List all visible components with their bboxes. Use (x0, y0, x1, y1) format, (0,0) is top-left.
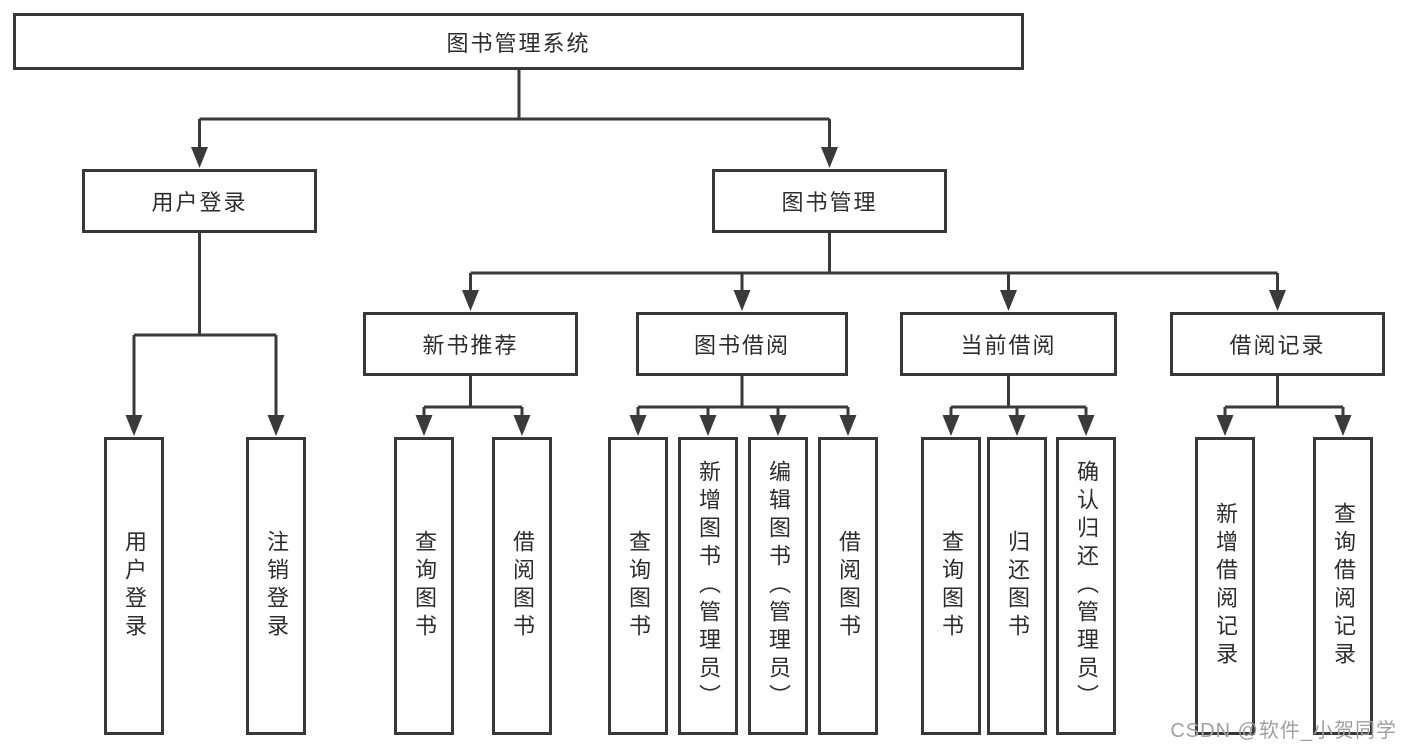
node-new-book-recommend: 新书推荐 (363, 312, 578, 376)
leaf-recommend-query-books-label: 查询图书 (412, 530, 437, 642)
leaf-records-query-record-label: 查询借阅记录 (1331, 502, 1356, 670)
node-current-borrowing: 当前借阅 (900, 312, 1117, 376)
leaf-logout-label: 注销登录 (264, 530, 289, 642)
node-book-borrowing: 图书借阅 (636, 312, 848, 376)
leaf-borrowing-add-books-admin-label: 新增图书（管理员） (696, 460, 721, 712)
leaf-current-return-books-label: 归还图书 (1005, 530, 1030, 642)
node-root-system: 图书管理系统 (13, 13, 1024, 70)
leaf-records-add-record: 新增借阅记录 (1195, 437, 1255, 735)
leaf-records-add-record-label: 新增借阅记录 (1213, 502, 1238, 670)
arrowhead-icons (125, 147, 1352, 436)
watermark: CSDN @软件_小贺同学 (1170, 720, 1397, 742)
leaf-borrowing-add-books-admin: 新增图书（管理员） (678, 437, 738, 735)
leaf-recommend-borrow-books-label: 借阅图书 (510, 530, 535, 642)
leaf-current-query-books-label: 查询图书 (939, 530, 964, 642)
leaf-current-confirm-return-admin: 确认归还（管理员） (1056, 437, 1116, 735)
leaf-current-query-books: 查询图书 (921, 437, 981, 735)
leaf-borrowing-query-books-label: 查询图书 (626, 530, 651, 642)
leaf-user-login: 用户登录 (104, 437, 164, 735)
leaf-borrowing-borrow-books-label: 借阅图书 (836, 530, 861, 642)
node-book-management: 图书管理 (712, 169, 947, 233)
leaf-user-login-label: 用户登录 (122, 530, 147, 642)
node-user-login: 用户登录 (82, 169, 317, 233)
leaf-logout: 注销登录 (246, 437, 306, 735)
leaf-borrowing-query-books: 查询图书 (608, 437, 668, 735)
node-borrowing-records: 借阅记录 (1170, 312, 1385, 376)
leaf-current-confirm-return-admin-label: 确认归还（管理员） (1074, 460, 1099, 712)
leaf-current-return-books: 归还图书 (987, 437, 1047, 735)
leaf-borrowing-edit-books-admin-label: 编辑图书（管理员） (766, 460, 791, 712)
leaf-recommend-query-books: 查询图书 (394, 437, 454, 735)
leaf-recommend-borrow-books: 借阅图书 (492, 437, 552, 735)
leaf-borrowing-edit-books-admin: 编辑图书（管理员） (748, 437, 808, 735)
connector-stems (132, 69, 1345, 419)
leaf-borrowing-borrow-books: 借阅图书 (818, 437, 878, 735)
leaf-records-query-record: 查询借阅记录 (1313, 437, 1373, 735)
